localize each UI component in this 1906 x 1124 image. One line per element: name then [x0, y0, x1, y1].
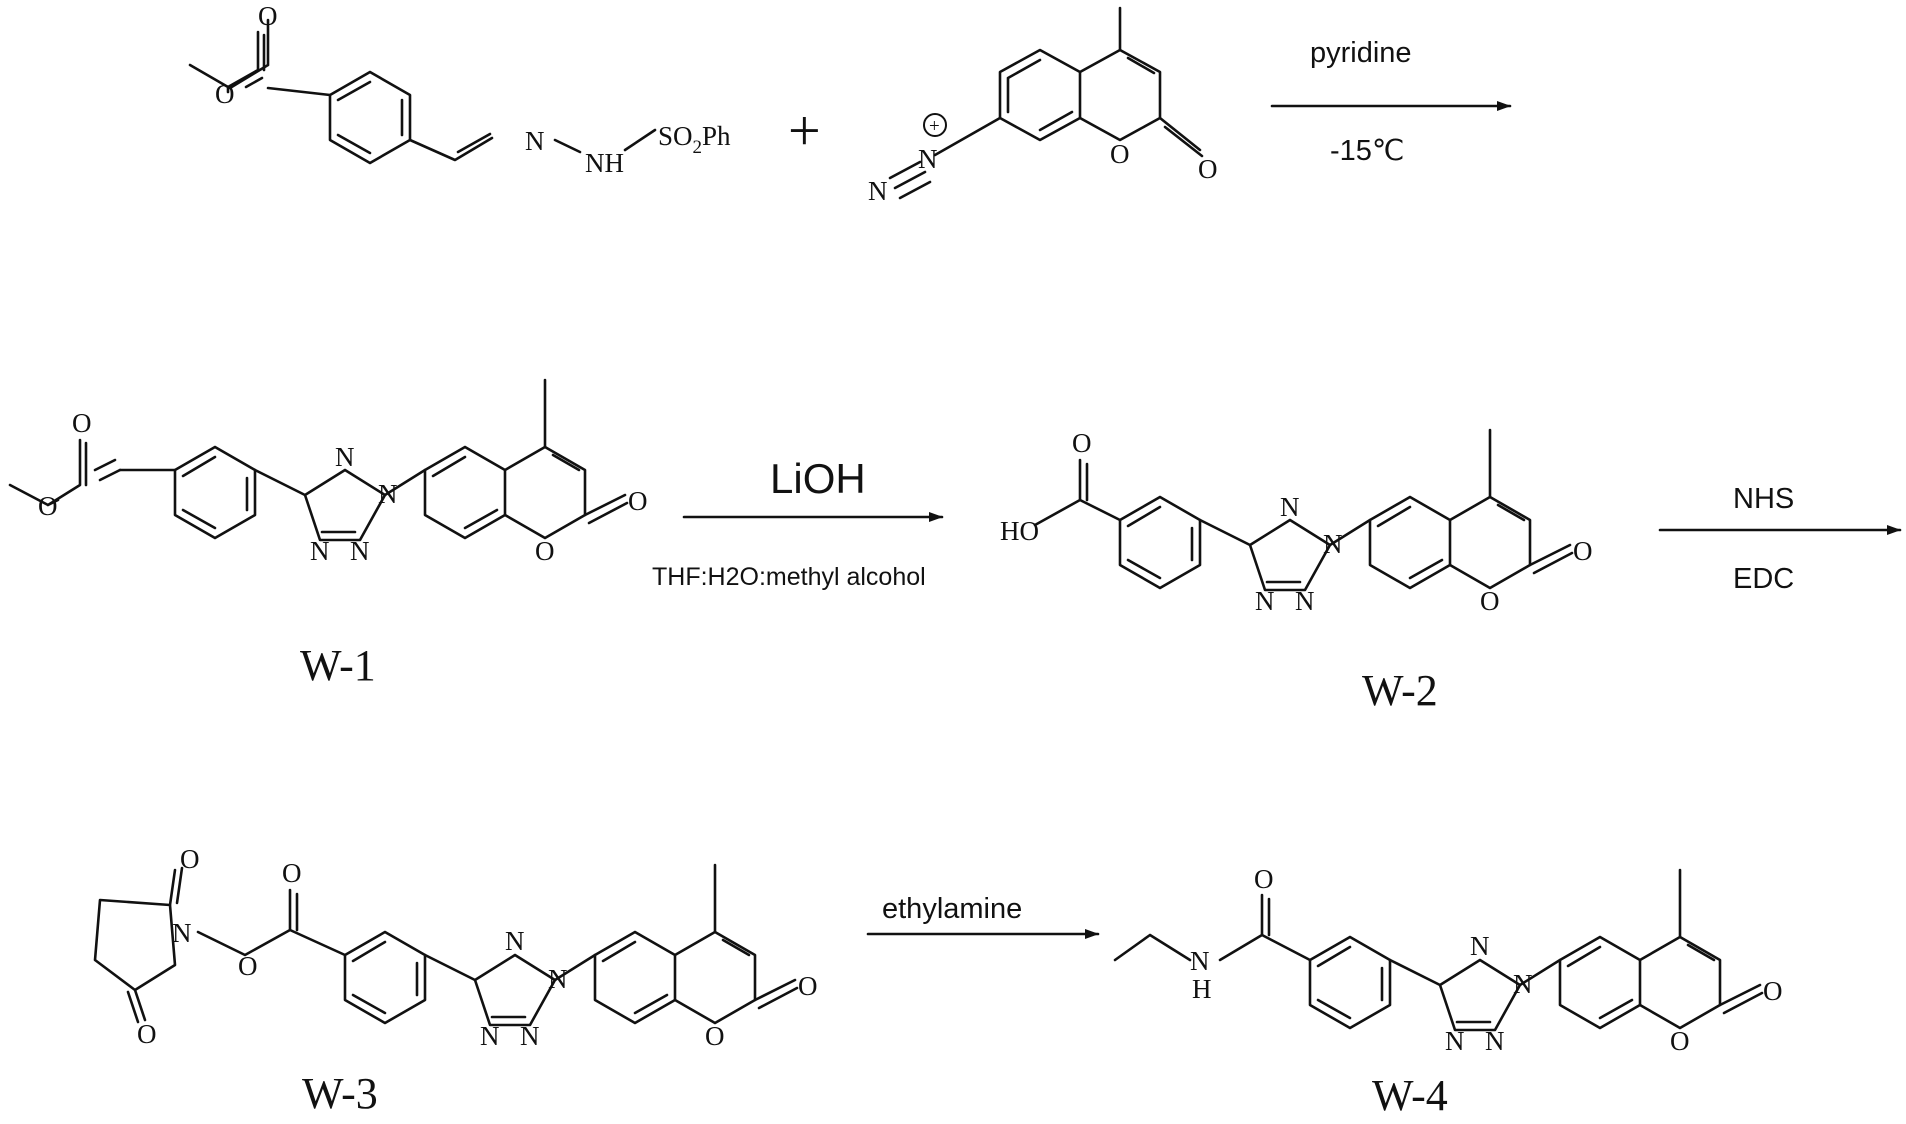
- reagent-nhs: NHS: [1733, 483, 1794, 515]
- w1-atom-o-lactone: O: [628, 486, 648, 516]
- w1-atom-n3: N: [310, 536, 330, 566]
- atom-o-lactone: O: [1198, 154, 1218, 184]
- compound-w2-structure: O HO N N N N O O: [1000, 428, 1593, 616]
- w3-atom-n4: N: [520, 1021, 540, 1051]
- condition-solvent: THF:H2O:methyl alcohol: [652, 563, 926, 591]
- w3-atom-o-ring: O: [705, 1021, 725, 1051]
- w2-atom-o-ring: O: [1480, 586, 1500, 616]
- w2-atom-n3: N: [1255, 586, 1275, 616]
- w1-atom-n4: N: [350, 536, 370, 566]
- atom-n-plus: N: [918, 144, 938, 174]
- w4-atom-n-amide: N: [1190, 946, 1210, 976]
- reagent-edc: EDC: [1733, 563, 1794, 595]
- reagent-ethylamine: ethylamine: [882, 893, 1022, 925]
- w4-atom-n1: N: [1470, 931, 1490, 961]
- compound-label-w1: W-1: [300, 641, 376, 690]
- w4-atom-n4: N: [1485, 1026, 1505, 1056]
- w3-atom-n-imide: N: [172, 918, 192, 948]
- w2-atom-n4: N: [1295, 586, 1315, 616]
- w2-atom-ho: HO: [1000, 516, 1039, 546]
- w1-atom-o-ring: O: [535, 536, 555, 566]
- reagent-pyridine: pyridine: [1310, 37, 1412, 69]
- atom-o-ring: O: [1110, 139, 1130, 169]
- w3-atom-o-lactone: O: [798, 971, 818, 1001]
- w4-atom-n3: N: [1445, 1026, 1465, 1056]
- atom-so2ph: SO2Ph: [658, 121, 731, 158]
- w3-atom-o-top: O: [180, 844, 200, 874]
- compound-w3-structure: O N O O O N N N N O O: [93, 844, 818, 1051]
- w3-atom-n2: N: [548, 964, 568, 994]
- w4-atom-o-ring: O: [1670, 1026, 1690, 1056]
- w2-atom-o-carbonyl: O: [1072, 428, 1092, 458]
- w2-atom-n1: N: [1280, 492, 1300, 522]
- positive-charge-circle: [923, 113, 947, 137]
- w3-atom-o-carbonyl: O: [282, 858, 302, 888]
- compound-w4-structure: N H O N N N N O O: [1113, 864, 1783, 1056]
- w4-atom-n2: N: [1513, 969, 1533, 999]
- w1-atom-o-carbonyl: O: [72, 408, 92, 438]
- condition-temperature: -15℃: [1330, 135, 1404, 167]
- charge-plus: +: [929, 116, 940, 137]
- w1-atom-n1: N: [335, 442, 355, 472]
- w2-atom-n2: N: [1323, 529, 1343, 559]
- w3-atom-o-ester: O: [238, 951, 258, 981]
- compound-label-w4: W-4: [1372, 1071, 1448, 1120]
- compound-w1-structure: O O N N N N O O: [8, 378, 648, 566]
- w3-atom-n1: N: [505, 926, 525, 956]
- atom-n-terminal: N: [868, 176, 888, 206]
- compound-label-w2: W-2: [1362, 666, 1438, 715]
- atom-o-ester: O: [215, 79, 235, 109]
- w3-atom-n3: N: [480, 1021, 500, 1051]
- w1-atom-n2: N: [378, 479, 398, 509]
- starting-material-coumarin-diazonium: N N + O O: [868, 6, 1218, 206]
- compound-label-w3: W-3: [302, 1069, 378, 1118]
- atom-o-carbonyl: O: [258, 1, 278, 31]
- w4-atom-h-amide: H: [1192, 974, 1212, 1004]
- w3-atom-o-bottom: O: [137, 1019, 157, 1049]
- reagent-lioh: LiOH: [770, 455, 866, 502]
- w4-atom-o-carbonyl: O: [1254, 864, 1274, 894]
- w2-atom-o-lactone: O: [1573, 536, 1593, 566]
- starting-material-sulfonylhydrazone: O O N NH SO2Ph: [188, 1, 731, 178]
- atom-nh: NH: [585, 148, 624, 178]
- w4-atom-o-lactone: O: [1763, 976, 1783, 1006]
- atom-n-imine: N: [525, 126, 545, 156]
- plus-sign: +: [788, 98, 821, 163]
- w1-atom-o-ester: O: [38, 491, 58, 521]
